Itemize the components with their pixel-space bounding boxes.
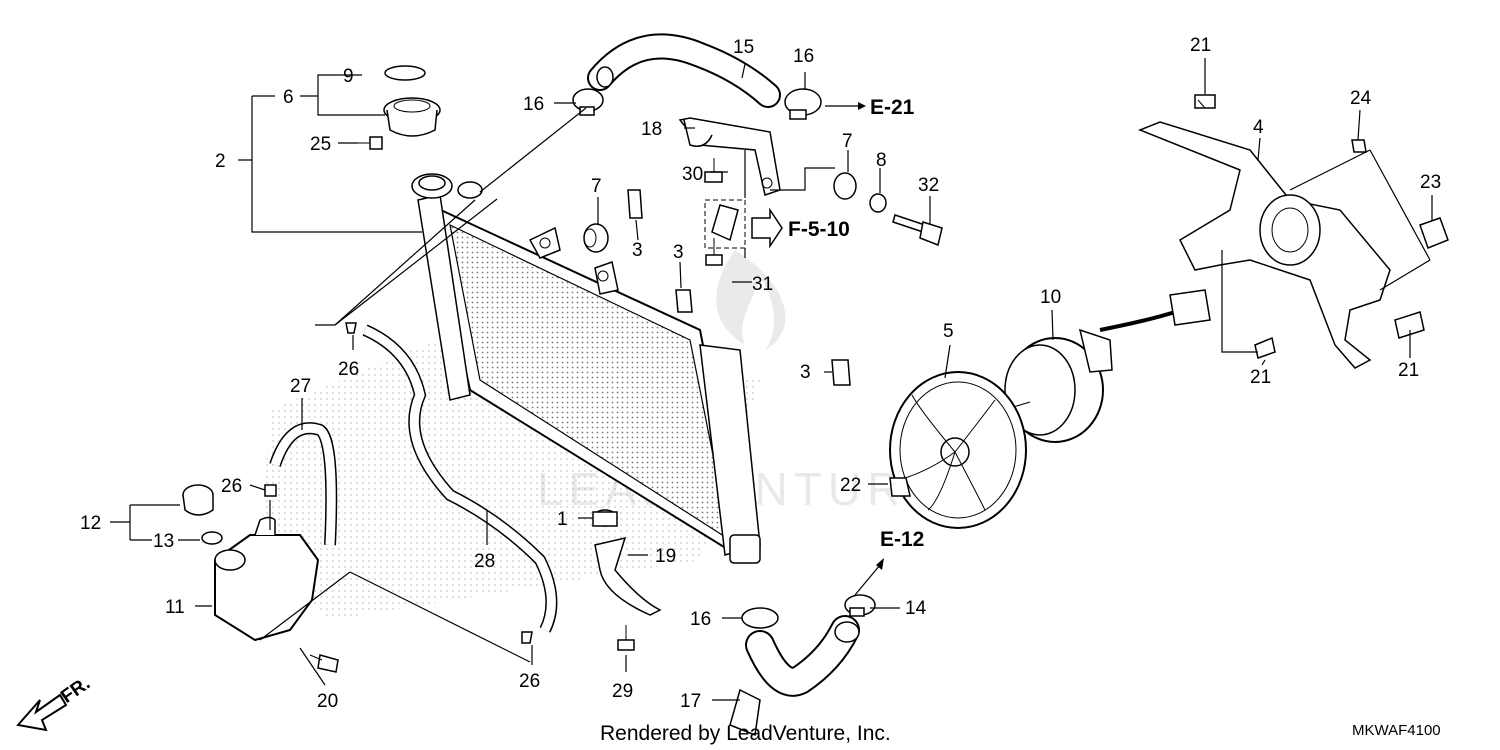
- clip-f510[interactable]: [704, 199, 746, 249]
- callout-16-top-left: 16: [523, 94, 544, 115]
- reference-e21: E-21: [870, 96, 915, 119]
- callout-30: 30: [682, 164, 703, 185]
- callout-7-left: 7: [591, 176, 602, 197]
- grommet-7-left[interactable]: [583, 223, 609, 253]
- callout-16-top-right: 16: [793, 46, 814, 67]
- bracket-19[interactable]: [594, 536, 662, 616]
- clamp-26-top[interactable]: [345, 322, 357, 334]
- screw-25[interactable]: [358, 136, 383, 150]
- callout-32: 32: [918, 175, 939, 196]
- callout-16-bottom: 16: [690, 609, 711, 630]
- callout-17: 17: [680, 691, 701, 712]
- callout-21-left: 21: [1250, 367, 1271, 388]
- callout-20: 20: [317, 691, 338, 712]
- o-ring-13[interactable]: [201, 531, 223, 545]
- hose-clamp-upper-left[interactable]: [572, 88, 604, 116]
- callout-3-top: 3: [632, 240, 643, 261]
- grommet-1[interactable]: [592, 509, 618, 527]
- bolt-20[interactable]: [309, 654, 339, 673]
- callout-26-mid: 26: [221, 476, 242, 497]
- bolt-32[interactable]: [892, 214, 943, 247]
- callout-14: 14: [905, 598, 927, 619]
- grommet-7-right[interactable]: [833, 172, 857, 200]
- callout-3-right: 3: [800, 362, 811, 383]
- callout-23: 23: [1420, 172, 1441, 193]
- footer-credit: Rendered by LeadVenture, Inc.: [600, 722, 891, 745]
- bolt-21-left[interactable]: [1254, 336, 1276, 359]
- callout-13: 13: [153, 531, 174, 552]
- bolt-21-top[interactable]: [1194, 94, 1216, 109]
- overflow-hose[interactable]: [362, 324, 558, 633]
- bolt-21-right[interactable]: [1394, 311, 1425, 339]
- hose-clamp-14[interactable]: [844, 594, 876, 617]
- hose-clamp-upper-right[interactable]: [784, 88, 822, 120]
- collar-8[interactable]: [869, 193, 887, 213]
- clip-nut-3-top[interactable]: [627, 189, 643, 219]
- reserve-tank-cap[interactable]: [182, 484, 214, 516]
- diagram-code: MKWAF4100: [1352, 722, 1441, 739]
- connector-23[interactable]: [1419, 217, 1449, 249]
- callout-25: 25: [310, 134, 331, 155]
- callout-24: 24: [1350, 88, 1372, 109]
- fan-blade[interactable]: [889, 371, 1027, 529]
- nut-22[interactable]: [889, 477, 911, 497]
- bolt-30[interactable]: [704, 158, 723, 183]
- front-direction-arrow: FR.: [16, 673, 94, 732]
- callout-21-top: 21: [1190, 35, 1211, 56]
- callout-10: 10: [1040, 287, 1061, 308]
- nut-24[interactable]: [1351, 139, 1367, 153]
- callout-6: 6: [283, 87, 294, 108]
- callout-27: 27: [290, 376, 311, 397]
- leader-lines: [110, 58, 1433, 701]
- reference-arrows: [751, 102, 884, 596]
- callout-3-mid: 3: [673, 242, 684, 263]
- callout-21-right: 21: [1398, 360, 1419, 381]
- callout-9: 9: [343, 66, 354, 87]
- callout-19: 19: [655, 546, 676, 567]
- hose-clamp-16-lower[interactable]: [741, 607, 779, 629]
- callout-2: 2: [215, 151, 226, 172]
- callout-28: 28: [474, 551, 495, 572]
- radiator-cap[interactable]: [383, 65, 441, 137]
- callout-31: 31: [752, 274, 773, 295]
- clip-nut-3-mid[interactable]: [675, 289, 693, 313]
- callouts: 9 6 2 25 16 15 16 18 30 7 8 32 7 3 3 31 …: [80, 35, 1441, 712]
- bracket-18[interactable]: [678, 117, 781, 196]
- callout-22: 22: [840, 475, 861, 496]
- reference-e12: E-12: [880, 528, 924, 551]
- reference-f510: F-5-10: [788, 218, 850, 241]
- callout-18: 18: [641, 119, 662, 140]
- callout-8: 8: [876, 150, 887, 171]
- radiator[interactable]: [411, 173, 761, 564]
- callout-12: 12: [80, 513, 101, 534]
- reserve-tank-hose[interactable]: [269, 422, 338, 546]
- clip-nut-3-right[interactable]: [831, 359, 851, 386]
- bolt-31[interactable]: [705, 238, 723, 266]
- bolt-29[interactable]: [617, 625, 635, 651]
- callout-26-top: 26: [338, 359, 359, 380]
- callout-15: 15: [733, 37, 754, 58]
- upper-hose[interactable]: [587, 33, 781, 108]
- lower-hose[interactable]: [729, 615, 860, 737]
- clamp-26-bottom[interactable]: [521, 631, 533, 644]
- fan-motor[interactable]: [1004, 289, 1211, 443]
- callout-7-right: 7: [842, 131, 853, 152]
- callout-29: 29: [612, 681, 633, 702]
- callout-11: 11: [165, 597, 185, 618]
- callout-4: 4: [1253, 117, 1264, 138]
- callout-1: 1: [557, 509, 568, 530]
- fan-shroud[interactable]: [1137, 121, 1391, 369]
- clamp-26-mid[interactable]: [264, 484, 277, 497]
- callout-5: 5: [943, 321, 954, 342]
- callout-26-bottom: 26: [519, 671, 540, 692]
